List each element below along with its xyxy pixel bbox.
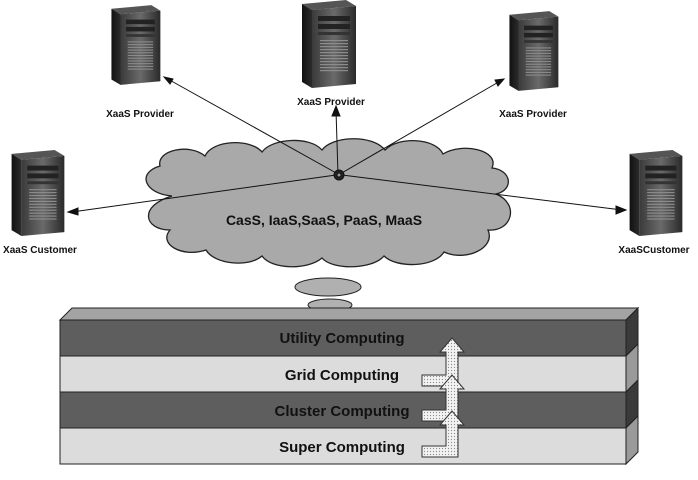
server-icon: [629, 150, 683, 236]
provider-node-2: XaaS Provider: [297, 0, 365, 108]
computing-layer-stack: Utility Computing Grid Computing Cluster…: [58, 306, 640, 466]
provider-label: XaaS Provider: [499, 109, 567, 120]
server-icon: [509, 11, 559, 91]
layer-label: Super Computing: [279, 439, 405, 456]
cloud: CasS, IaaS,SaaS, PaaS, MaaS: [145, 138, 512, 322]
customer-label: XaaSCustomer: [618, 245, 689, 256]
layer-label: Cluster Computing: [275, 403, 410, 420]
layer-utility-computing: [59, 319, 627, 357]
arrow-to-customer-left: [71, 174, 337, 213]
arrow-to-provider-2: [335, 109, 339, 175]
layer-super-computing: [59, 427, 627, 465]
thought-bubble-large: [294, 277, 362, 297]
layer-cluster-computing: [59, 391, 627, 429]
server-icon: [111, 5, 161, 85]
cloud-shape: [145, 138, 512, 268]
server-icon: [302, 0, 356, 88]
stack-top-face: [58, 307, 640, 321]
customer-node-left: XaaS Customer: [3, 150, 77, 256]
bent-up-arrow-icon: [421, 410, 466, 458]
arrowhead-icon: [331, 104, 341, 117]
customer-label: XaaS Customer: [3, 245, 77, 256]
arrow-to-customer-right: [341, 174, 623, 211]
arrow-to-provider-3: [339, 79, 503, 175]
arrowhead-icon: [162, 76, 174, 85]
provider-node-3: XaaS Provider: [499, 11, 567, 120]
bent-up-arrow-icon: [421, 337, 466, 387]
cloud-label: CasS, IaaS,SaaS, PaaS, MaaS: [226, 212, 422, 228]
arrow-to-provider-1: [165, 77, 339, 175]
arrowhead-icon: [615, 205, 628, 215]
layer-label: Grid Computing: [285, 367, 399, 384]
server-icon: [11, 150, 65, 236]
provider-label: XaaS Provider: [297, 97, 365, 108]
arrowhead-icon: [66, 207, 79, 216]
provider-node-1: XaaS Provider: [106, 5, 174, 120]
customer-node-right: XaaSCustomer: [618, 150, 690, 256]
layer-label: Utility Computing: [280, 330, 405, 347]
connection-arrows: [66, 76, 628, 216]
provider-label: XaaS Provider: [106, 109, 174, 120]
arrowhead-icon: [494, 78, 506, 87]
bent-up-arrow-icon: [421, 374, 466, 422]
